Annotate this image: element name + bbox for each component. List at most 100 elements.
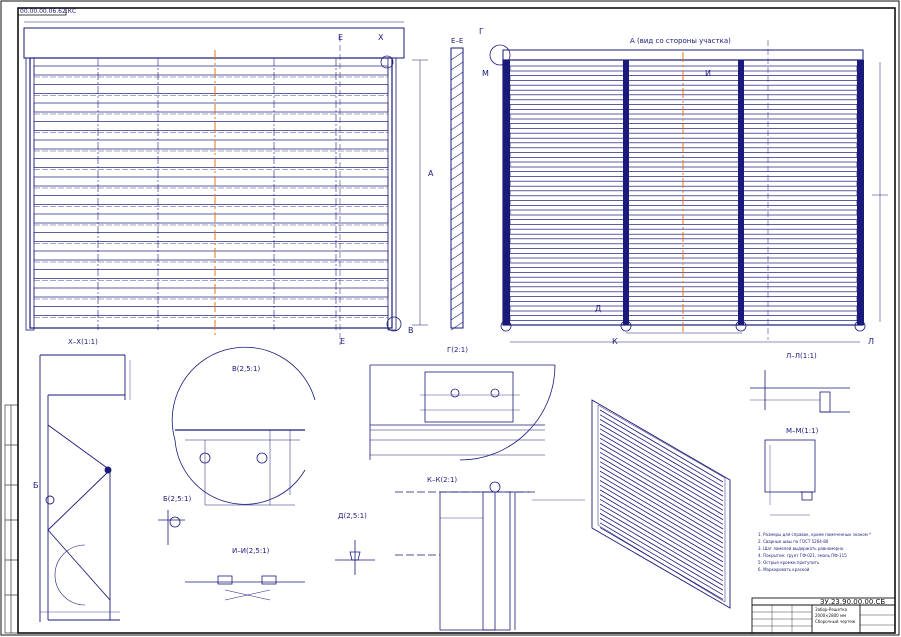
letter-e-top: Е — [338, 33, 344, 42]
iso-slat — [599, 419, 724, 492]
view-ii — [185, 575, 305, 601]
front-slat — [33, 139, 389, 150]
iso-slat — [599, 428, 724, 502]
iso-slat — [599, 470, 724, 544]
title-view-g: Г(2:1) — [447, 346, 468, 354]
section-hatch-line — [450, 321, 464, 331]
note-line: 4. Покрытие: грунт ГФ-021, эмаль ПФ-115 — [758, 553, 847, 558]
view-a-slat — [509, 152, 858, 158]
iso-slat — [599, 466, 724, 539]
iso-slat — [599, 484, 724, 558]
letter-x-top: Х — [378, 33, 384, 42]
iso-slat — [599, 489, 724, 563]
title-view-d: Д(2,5:1) — [338, 512, 367, 520]
note-line: 5. Острые кромки притупить — [758, 560, 820, 565]
isometric-panel — [591, 399, 731, 609]
letter-m: М — [482, 69, 489, 78]
view-a-slat — [509, 296, 858, 302]
letter-g: Г — [479, 27, 484, 36]
stamp-box — [17, 7, 67, 16]
view-v — [171, 346, 316, 506]
notes-block: 1. Размеры для справок, кроме помеченных… — [758, 533, 871, 575]
title-view-v: В(2,5:1) — [232, 365, 261, 373]
title-view-l: Л–Л(1:1) — [786, 352, 817, 360]
section-hatch-line — [450, 121, 464, 131]
iso-slat — [599, 508, 724, 582]
iso-slat — [599, 447, 724, 520]
section-hatch-line — [450, 281, 464, 291]
section-hatch-line — [450, 91, 464, 101]
note-line: 6. Маркировать краской — [758, 567, 810, 572]
title-section-xx: Х–Х(1:1) — [68, 338, 98, 346]
front-slat — [33, 65, 389, 76]
iso-slat — [599, 522, 724, 596]
iso-slat — [599, 409, 724, 483]
front-slat — [33, 232, 389, 242]
section-hatch-line — [450, 131, 464, 141]
letter-l: Л — [868, 337, 875, 346]
drawing-frame — [17, 7, 896, 634]
front-slat — [33, 84, 389, 94]
letter-b: Б — [33, 481, 39, 490]
iso-slat — [599, 442, 724, 516]
iso-slat — [599, 437, 724, 511]
iso-slat — [599, 503, 724, 577]
section-hatch-line — [450, 291, 464, 301]
section-hatch-line — [450, 221, 464, 231]
front-slat — [33, 158, 389, 168]
section-hatch-line — [450, 141, 464, 151]
section-ee — [450, 47, 464, 331]
stamp-code: 00.00.00.06.62.КС — [20, 8, 77, 15]
section-hatch-line — [450, 171, 464, 181]
section-hatch-line — [450, 111, 464, 121]
view-a-slat — [509, 171, 858, 177]
section-hatch-line — [450, 301, 464, 311]
front-slat — [33, 269, 389, 279]
doc-number: ЗУ.23.90.00.00.СБ — [820, 598, 886, 606]
section-hatch-line — [450, 71, 464, 81]
letter-a: А — [428, 169, 434, 178]
view-a-slat — [509, 315, 858, 321]
view-a — [489, 40, 888, 343]
title-name-1: Забор-Решетка — [815, 607, 848, 612]
iso-slat — [599, 451, 724, 525]
section-hatch-line — [450, 151, 464, 161]
letter-e-bottom: Е — [340, 337, 346, 346]
front-slat — [33, 176, 389, 187]
title-name-3: Сборочный чертеж — [815, 619, 856, 624]
letter-k: К — [612, 337, 618, 346]
iso-slat — [599, 527, 724, 600]
view-mm — [764, 439, 816, 516]
front-slat — [33, 102, 389, 113]
section-hatch-line — [450, 191, 464, 201]
iso-slat — [599, 494, 724, 567]
section-hatch-line — [450, 311, 464, 321]
iso-slat — [599, 461, 724, 535]
iso-slat — [599, 513, 724, 586]
iso-slat — [599, 480, 724, 553]
section-hatch-line — [450, 181, 464, 191]
front-slat — [33, 250, 389, 261]
title-view-i: И–И(2,5:1) — [232, 547, 270, 555]
letter-v: В — [408, 326, 414, 335]
view-b — [158, 510, 185, 545]
front-slat — [33, 213, 389, 224]
iso-slat — [599, 414, 724, 488]
title-view-m: М–М(1:1) — [786, 427, 819, 435]
iso-slat — [599, 517, 724, 591]
letter-i: И — [705, 69, 711, 78]
letter-d: Д — [595, 304, 602, 313]
note-line: 2. Сварные швы по ГОСТ 5264-80 — [758, 539, 829, 544]
title-section-ee: Е–Е — [451, 37, 464, 45]
iso-slat — [599, 475, 724, 549]
section-hatch-line — [450, 251, 464, 261]
title-section-kk: К–К(2:1) — [427, 476, 458, 484]
section-hatch-line — [450, 241, 464, 251]
section-hatch-line — [450, 271, 464, 281]
title-view-a: А (вид со стороны участка) — [630, 37, 731, 45]
front-slat — [33, 195, 389, 205]
section-hatch-line — [450, 61, 464, 71]
section-hatch-line — [450, 231, 464, 241]
view-d — [335, 540, 375, 575]
